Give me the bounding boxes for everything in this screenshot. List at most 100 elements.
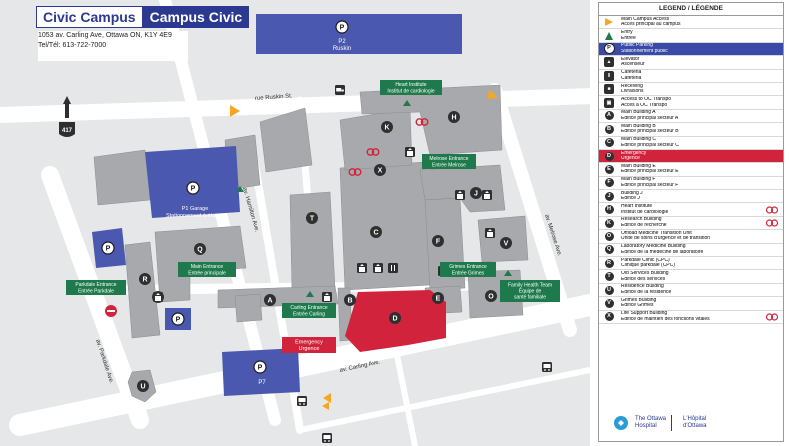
legend-item-label-fr: Édifice principal secteur B (621, 129, 679, 135)
legend-item: R Parkdale Clinic (CPC)Clinique parkdale … (599, 257, 783, 271)
svg-text:Heart Institute: Heart Institute (395, 82, 426, 88)
svg-text:Entrée principale: Entrée principale (188, 271, 226, 277)
legend-item-label-fr: Livraisons (621, 89, 644, 95)
legend-item-label: Main Campus Access (621, 16, 670, 22)
legend-item-label-fr: Ascenseur (621, 62, 645, 68)
legend-item-label: Receiving (621, 83, 643, 89)
sign-heart-institute[interactable]: Heart Institute Institut de cardiologie (380, 80, 442, 95)
parking-p7[interactable]: P7 (222, 348, 300, 396)
elevator-icon (455, 190, 465, 200)
svg-text:C: C (373, 230, 378, 237)
legend-item-label-fr: Édifice des services (621, 276, 666, 282)
legend-item-label: Public Parking (621, 43, 653, 49)
parking-south-small[interactable] (165, 308, 191, 330)
building-f-icon: F (603, 178, 615, 188)
sign-emergency[interactable]: Emergency Urgence (282, 337, 336, 353)
svg-text:Emergency: Emergency (295, 340, 323, 346)
legend-item-label: Main Building B (621, 123, 656, 129)
legend-item-label: Cafeteria (621, 70, 642, 76)
campus-map[interactable]: P P2 Ruskin N 417 rue Ru (0, 0, 590, 446)
title-english: Civic Campus (36, 6, 143, 28)
building-h-icon: H (603, 205, 615, 215)
legend-item-label-fr: Édifice principal secteur A (621, 115, 679, 121)
building-k-icon: K (603, 218, 615, 228)
sign-main-entrance[interactable]: Main Entrance Entrée principale (178, 262, 236, 277)
bus-icon: ▣ (603, 97, 615, 108)
svg-text:santé familiale: santé familiale (514, 295, 546, 301)
building-c-icon: C (603, 138, 615, 148)
elevator-icon (357, 263, 367, 273)
legend-item-label: Elevator (621, 56, 640, 62)
legend-item-label-fr: Édifice de la résidence (621, 290, 672, 295)
access-triangles (230, 89, 498, 410)
legend-item-label-fr: Édifice principal secteur C (621, 142, 679, 148)
legend-item-label-fr: Clinique parkdale (CPC) (621, 263, 675, 269)
legend-item-label-fr: Édifice Grimes (621, 303, 654, 309)
parking-p1-garage[interactable]: P1 Garage Stationnement à étages (145, 146, 240, 219)
campus-title: Civic Campus Campus Civic (36, 6, 250, 28)
parking-west[interactable] (92, 228, 126, 268)
legend-item-label: Main Building C (621, 137, 657, 143)
bus-icon (297, 396, 307, 406)
hospital-logo-icon (614, 416, 628, 430)
sign-carling-entrance[interactable]: Carling Entrance Entrée Carling (282, 303, 336, 318)
legend-item-label: Emergency (621, 150, 647, 156)
sign-parkdale-entrance[interactable]: Parkdale Entrance Entrée Parkdale (66, 280, 126, 295)
building-q-icon: Q (603, 245, 615, 255)
elevator-icon (373, 263, 383, 273)
svg-text:Entrée Carling: Entrée Carling (293, 312, 325, 318)
cafeteria-icon (388, 263, 398, 273)
elevator-icon (485, 228, 495, 238)
title-french: Campus Civic (142, 6, 250, 28)
cafeteria-icon: ‖ (603, 70, 615, 81)
svg-text:Main Entrance: Main Entrance (191, 264, 223, 270)
building-v-icon: V (603, 298, 615, 308)
svg-text:Grimes Entrance: Grimes Entrance (449, 264, 487, 270)
sign-family-health-team[interactable]: Family Health Team Équipe de santé famil… (500, 280, 560, 302)
building-d-icon: D (603, 151, 615, 161)
legend-item-text: Parkdale Clinic (CPC)Clinique parkdale (… (621, 258, 783, 269)
building-r-icon: R (603, 258, 615, 268)
svg-text:R: R (142, 277, 147, 284)
svg-text:Melrose Entrance: Melrose Entrance (429, 156, 468, 162)
legend-item-label: Main Building A (621, 110, 656, 116)
legend-item-label-fr: Accès principal au campus (621, 22, 681, 28)
elevator-icon (153, 292, 163, 302)
svg-text:Entrée Melrose: Entrée Melrose (432, 163, 466, 169)
building-e-icon: E (603, 164, 615, 174)
svg-text:K: K (384, 125, 389, 132)
street-ruskin: rue Ruskin St. (255, 93, 293, 102)
legend-item-label-fr: Édifice de maintien des fonctions vitale… (621, 316, 710, 322)
legend-item-label-fr: Édifice principal secteur E (621, 169, 679, 175)
elevator-icon (322, 292, 332, 302)
svg-text:Institut de cardiologie: Institut de cardiologie (387, 89, 434, 95)
legend-item-label: Main Building E (621, 163, 656, 169)
sign-melrose-entrance[interactable]: Melrose Entrance Entrée Melrose (422, 154, 476, 169)
svg-text:417: 417 (62, 128, 73, 134)
parking-p2[interactable]: P2 Ruskin (256, 14, 462, 54)
no-entry-icon (105, 305, 117, 317)
sign-grimes-entrance[interactable]: Grimes Entrance Entrée Grimes (440, 262, 496, 277)
building-b-icon: B (603, 124, 615, 134)
